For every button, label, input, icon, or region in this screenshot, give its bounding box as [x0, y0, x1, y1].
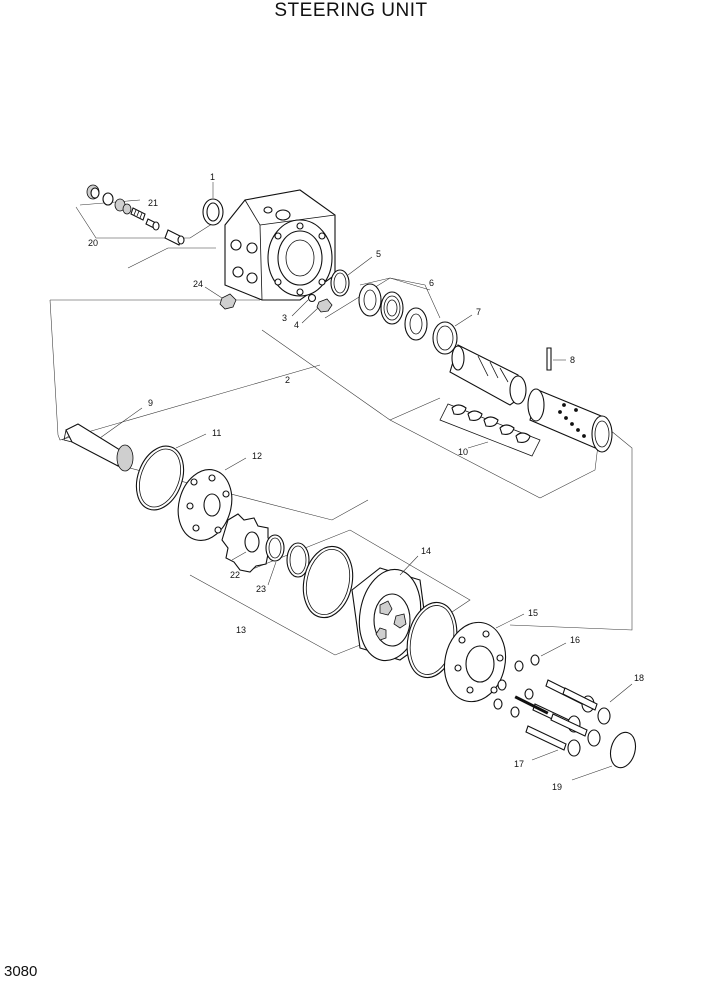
part-15-end-cover: [443, 613, 525, 703]
part-9-cardan-shaft: [63, 407, 143, 472]
callout-18: 18: [634, 673, 644, 683]
callout-23: 23: [256, 584, 266, 594]
callout-1: 1: [210, 172, 215, 182]
part-o-ring-large: [302, 545, 354, 619]
part-10-springs: [439, 403, 541, 457]
callout-15: 15: [528, 608, 538, 618]
callout-2: 2: [285, 375, 290, 385]
part-5-ring: [330, 256, 373, 297]
callout-11: 11: [212, 428, 221, 438]
callout-19: 19: [552, 782, 562, 792]
callout-labels: 1 2 3 4 5 6 7 8 9 10 11 12 13 14 15 16 1…: [88, 172, 644, 792]
callout-24: 24: [193, 279, 203, 289]
callout-8: 8: [570, 355, 575, 365]
steering-housing: [224, 189, 336, 301]
page-title: STEERING UNIT: [274, 0, 428, 21]
part-24-plug: [204, 286, 237, 310]
part-23-ring: [265, 534, 285, 586]
part-14-gear-set: [351, 555, 429, 662]
callout-12: 12: [252, 451, 262, 461]
callout-7: 7: [476, 307, 481, 317]
callout-21: 21: [148, 198, 158, 208]
callout-17: 17: [514, 759, 524, 769]
callout-5: 5: [376, 249, 381, 259]
part-12-plate: [177, 457, 247, 541]
callout-22: 22: [230, 570, 240, 580]
callout-9: 9: [148, 398, 153, 408]
part-o-ring-second: [406, 601, 458, 679]
part-3-ball: [291, 293, 317, 317]
part-6-bearing: [358, 277, 441, 341]
callout-20: 20: [88, 238, 98, 248]
part-7-ring: [432, 314, 473, 355]
part-8-pin: [546, 347, 566, 371]
sleeve: [527, 388, 613, 453]
part-1-seal: [202, 182, 224, 226]
part-16-washers: [493, 642, 567, 718]
callout-16: 16: [570, 635, 580, 645]
part-11-o-ring: [135, 433, 207, 511]
callout-10: 10: [458, 447, 468, 457]
spool: [449, 344, 527, 406]
callout-4: 4: [294, 320, 299, 330]
part-4-seat: [301, 298, 333, 324]
page-number: 3080: [4, 963, 38, 980]
part-small-ring: [286, 542, 310, 578]
part-22-rotor: [221, 513, 275, 573]
callout-13: 13: [236, 625, 246, 635]
relief-valve-parts: [86, 184, 185, 246]
part-19-cap: [571, 731, 637, 781]
part-18-bolts: [514, 679, 633, 761]
callout-3: 3: [282, 313, 287, 323]
callout-6: 6: [429, 278, 434, 288]
callout-14: 14: [421, 546, 431, 556]
